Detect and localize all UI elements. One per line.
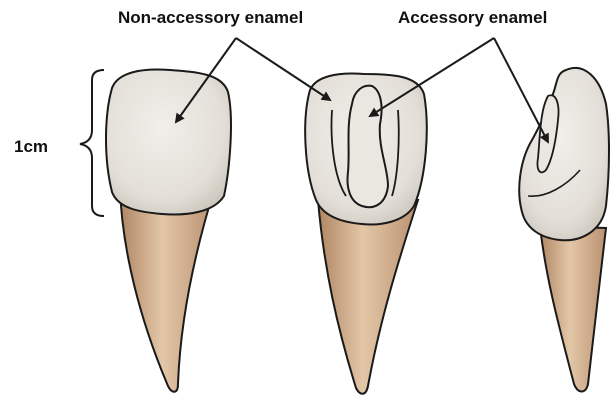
scale-bracket [80, 70, 104, 216]
tooth-right-crown [519, 68, 609, 240]
tooth-left-crown [106, 70, 231, 215]
tooth-left [106, 70, 231, 392]
tooth-right-root [540, 226, 606, 392]
arrow-non-accessory-middle [236, 38, 330, 100]
label-scale-1cm: 1cm [14, 138, 48, 155]
label-non-accessory-enamel: Non-accessory enamel [118, 9, 303, 26]
tooth-middle-accessory-enamel [348, 86, 388, 208]
arrow-accessory-right [494, 38, 548, 142]
tooth-middle [305, 74, 427, 394]
tooth-left-root [120, 188, 214, 392]
tooth-middle-root [318, 200, 418, 394]
label-accessory-enamel: Accessory enamel [398, 9, 547, 26]
tooth-right [519, 68, 609, 392]
